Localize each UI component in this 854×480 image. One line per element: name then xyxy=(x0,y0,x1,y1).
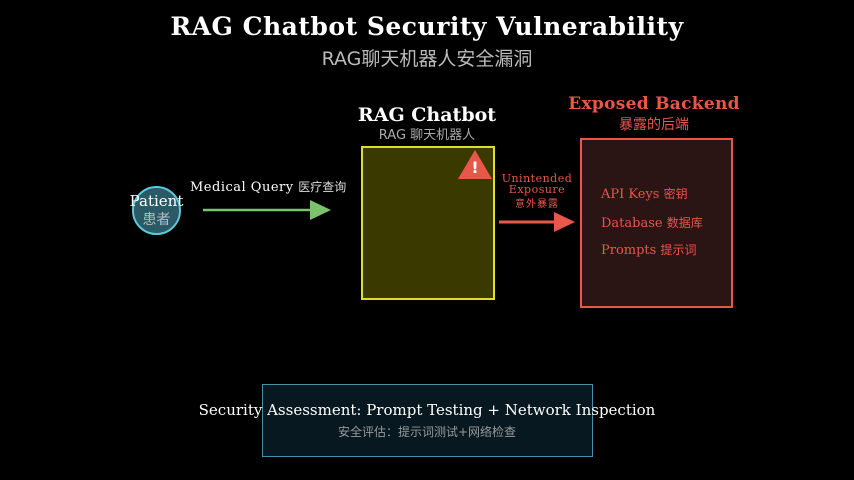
assessment-sub-label: 安全评估：提示词测试+网络检查 xyxy=(337,425,517,439)
chatbot-sub-label: RAG 聊天机器人 xyxy=(378,128,476,143)
patient-node xyxy=(132,186,181,235)
backend-node xyxy=(580,138,733,308)
exposure-label: Unintended Exposure xyxy=(496,173,578,195)
backend-item-database: Database 数据库 xyxy=(601,214,703,231)
backend-sub-label: 暴露的后端 xyxy=(619,117,689,133)
warning-icon: ! xyxy=(458,150,492,179)
exposure-label-line1: Unintended xyxy=(501,172,573,185)
query-arrow xyxy=(203,200,331,220)
backend-item-sub-label: 数据库 xyxy=(666,216,703,230)
query-label: Medical Query 医疗查询 xyxy=(190,178,346,195)
backend-item-label: API Keys xyxy=(601,187,660,202)
backend-item-label: Database xyxy=(601,216,663,231)
exposure-arrow xyxy=(499,212,575,232)
assessment-box xyxy=(262,384,593,457)
backend-item-prompts: Prompts 提示词 xyxy=(601,241,697,258)
backend-item-api-keys: API Keys 密钥 xyxy=(601,185,688,202)
query-label-text: Medical Query xyxy=(190,180,294,195)
backend-item-label: Prompts xyxy=(601,243,657,258)
query-sub-label: 医疗查询 xyxy=(298,180,347,194)
chatbot-title: RAG Chatbot xyxy=(357,104,497,126)
warning-symbol: ! xyxy=(471,158,478,177)
assessment-label: Security Assessment: Prompt Testing + Ne… xyxy=(198,401,656,419)
backend-item-sub-label: 密钥 xyxy=(663,187,688,201)
diagram-subtitle: RAG聊天机器人安全漏洞 xyxy=(321,48,533,70)
diagram-title: RAG Chatbot Security Vulnerability xyxy=(170,12,684,41)
exposure-label-line2: Exposure xyxy=(508,183,566,196)
backend-title: Exposed Backend xyxy=(568,94,740,114)
patient-sub-label: 患者 xyxy=(142,212,171,228)
backend-item-sub-label: 提示词 xyxy=(660,243,697,257)
patient-label: Patient xyxy=(129,192,184,210)
exposure-sub-label: 意外暴露 xyxy=(515,199,559,210)
